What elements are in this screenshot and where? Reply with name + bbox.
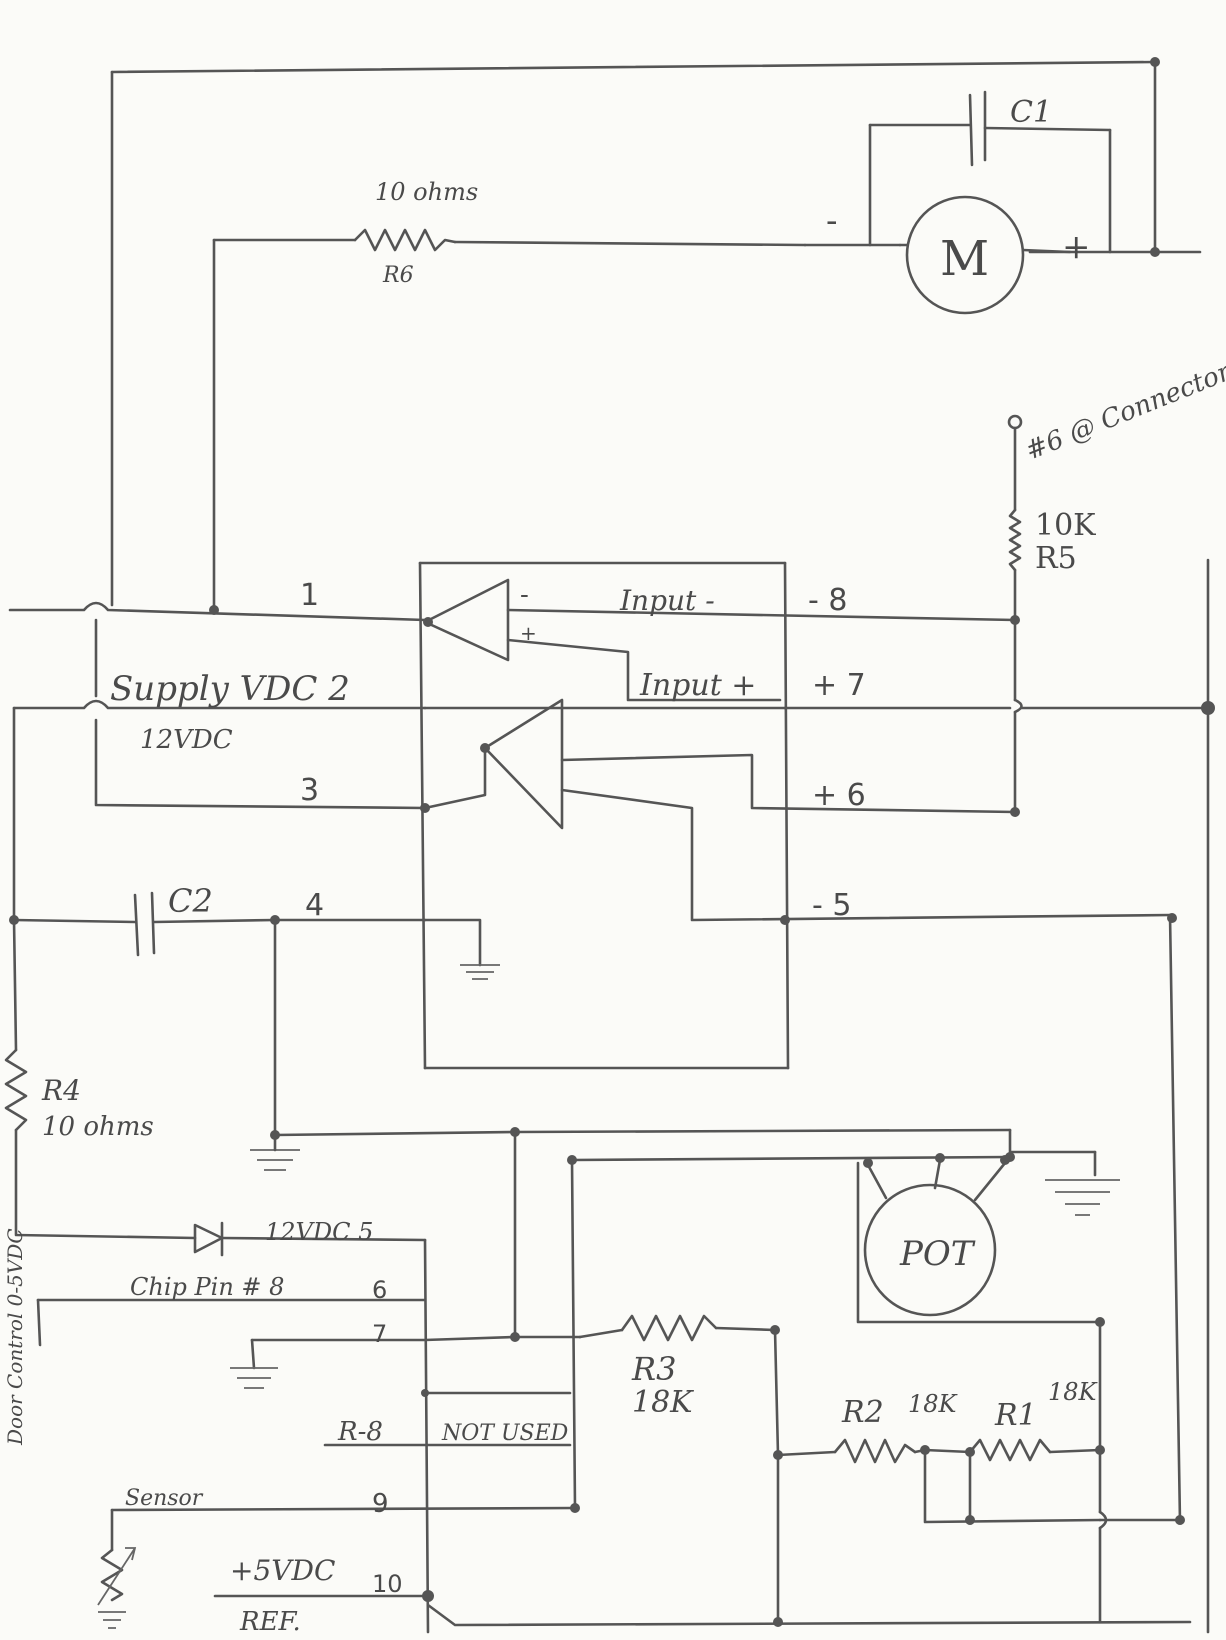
- ref-label: REF.: [239, 1607, 301, 1637]
- resistor-r4: R4 10 ohms: [4, 918, 197, 1240]
- connector-block: 12VDC 5 Chip Pin # 8 6 7 R-8 NOT USED Se…: [3, 1218, 1192, 1637]
- svg-text:-: -: [520, 580, 529, 610]
- r6-name-label: R6: [382, 263, 414, 288]
- supply-wiring: Supply VDC 2 12VDC: [8, 558, 1215, 1634]
- pin8-label: - 8: [808, 583, 847, 618]
- pot-label: POT: [899, 1234, 976, 1274]
- c1-label: C1: [1010, 95, 1052, 130]
- not-used-label: NOT USED: [441, 1421, 569, 1446]
- r3-name-label: R3: [631, 1350, 676, 1388]
- chip-pin-labels: 1 3 4 - 8 + 7 + 6 - 5: [300, 578, 866, 923]
- conn6-label: 6: [372, 1276, 387, 1304]
- resistor-r5: #6 @ Connector 10K R5: [1007, 356, 1226, 817]
- pin3-label: 3: [300, 773, 319, 808]
- pin4-label: 4: [305, 888, 324, 923]
- pot-network: POT R3 18K R2 18K R1 18K: [273, 913, 1185, 1627]
- r3-value-label: 18K: [632, 1385, 694, 1420]
- chip-pin-label: Chip Pin # 8: [130, 1273, 284, 1301]
- pin6-label: + 6: [812, 778, 866, 813]
- input-minus-label: Input -: [619, 584, 715, 617]
- motor-minus-label: -: [826, 201, 838, 241]
- supply-volts-label: 12VDC: [140, 725, 233, 755]
- r8-label: R-8: [337, 1417, 383, 1447]
- r1-name-label: R1: [994, 1398, 1037, 1433]
- c2-label: C2: [168, 882, 213, 920]
- pin1-label: 1: [300, 578, 319, 613]
- conn9-label: 9: [372, 1489, 389, 1519]
- conn7-label: 7: [372, 1320, 387, 1348]
- input-plus-label: Input +: [639, 668, 756, 703]
- r2-value-label: 18K: [908, 1390, 959, 1418]
- capacitor-c2: C2: [9, 882, 427, 1171]
- r2-name-label: R2: [841, 1395, 884, 1430]
- chip-block: - + Input - Input +: [418, 561, 1172, 1070]
- conn10-label: 10: [372, 1570, 403, 1598]
- r4-name-label: R4: [41, 1074, 81, 1107]
- top-wiring: [110, 57, 1202, 612]
- connector-label: #6 @ Connector: [1021, 356, 1226, 466]
- resistor-r6: 10 ohms R6: [353, 178, 478, 288]
- svg-text:+: +: [520, 621, 537, 645]
- r5-value-label: 10K: [1035, 508, 1096, 543]
- plus5-label: +5VDC: [230, 1554, 335, 1587]
- motor-m: M - +: [826, 195, 1091, 315]
- diode-12v-label: 12VDC 5: [265, 1218, 373, 1246]
- sensor-label: Sensor: [125, 1486, 204, 1511]
- r6-value-label: 10 ohms: [375, 178, 478, 206]
- motor-plus-label: +: [1062, 227, 1091, 267]
- pin5-label: - 5: [812, 888, 851, 923]
- motor-label: M: [940, 231, 989, 287]
- capacitor-c1: C1: [868, 90, 1112, 254]
- supply-label: Supply VDC 2: [110, 669, 350, 709]
- pin7-label: + 7: [812, 668, 866, 703]
- r1-value-label: 18K: [1048, 1378, 1099, 1406]
- r4-value-label: 10 ohms: [42, 1112, 154, 1142]
- r5-name-label: R5: [1035, 541, 1077, 576]
- door-control-label: Door Control 0-5VDC: [3, 1228, 27, 1446]
